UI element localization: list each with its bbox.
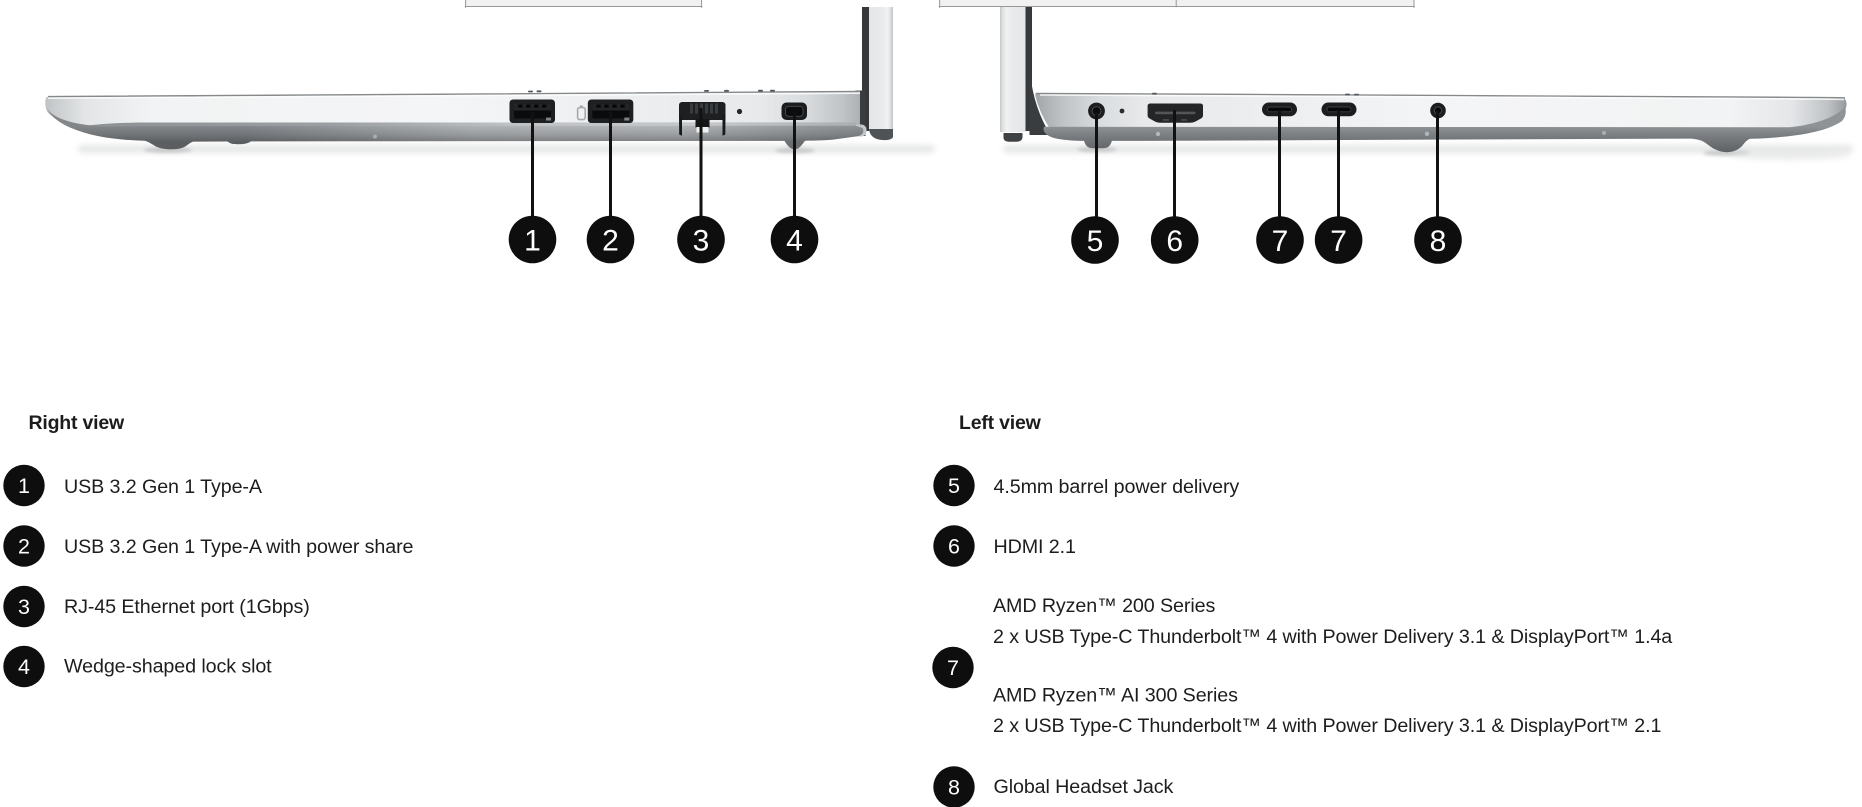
svg-text:2 x USB Type-C Thunderbolt™ 4: 2 x USB Type-C Thunderbolt™ 4 with Power…	[993, 626, 1672, 648]
svg-text:Global Headset Jack: Global Headset Jack	[994, 776, 1174, 798]
svg-text:AMD Ryzen™ 200 Series: AMD Ryzen™ 200 Series	[993, 595, 1215, 617]
svg-text:Left view: Left view	[959, 412, 1042, 434]
svg-text:1: 1	[524, 224, 541, 257]
svg-text:USB 3.2 Gen 1 Type-A: USB 3.2 Gen 1 Type-A	[64, 476, 263, 498]
svg-text:4: 4	[18, 655, 30, 679]
svg-text:6: 6	[1166, 225, 1183, 258]
svg-text:2: 2	[602, 224, 619, 257]
svg-text:4: 4	[786, 224, 803, 257]
svg-text:5: 5	[1087, 225, 1104, 258]
svg-text:6: 6	[948, 535, 960, 559]
svg-text:7: 7	[947, 656, 959, 680]
svg-text:AMD Ryzen™ AI 300 Series: AMD Ryzen™ AI 300 Series	[993, 685, 1238, 707]
svg-text:7: 7	[1330, 225, 1347, 258]
svg-text:HDMI 2.1: HDMI 2.1	[994, 536, 1076, 558]
svg-text:2 x USB Type-C Thunderbolt™ 4: 2 x USB Type-C Thunderbolt™ 4 with Power…	[993, 715, 1661, 737]
svg-text:4.5mm barrel power delivery: 4.5mm barrel power delivery	[994, 476, 1240, 498]
svg-text:8: 8	[948, 776, 960, 800]
svg-text:8: 8	[1430, 225, 1447, 258]
svg-text:Wedge-shaped lock slot: Wedge-shaped lock slot	[64, 656, 272, 678]
svg-text:Right view: Right view	[29, 412, 126, 434]
svg-text:3: 3	[18, 595, 30, 619]
svg-text:2: 2	[18, 535, 30, 559]
svg-text:7: 7	[1272, 225, 1289, 258]
svg-text:5: 5	[948, 474, 960, 498]
svg-text:1: 1	[18, 474, 30, 498]
svg-text:RJ-45 Ethernet port (1Gbps): RJ-45 Ethernet port (1Gbps)	[64, 596, 310, 618]
svg-text:USB 3.2 Gen 1 Type-A with powe: USB 3.2 Gen 1 Type-A with power share	[64, 536, 414, 558]
svg-text:3: 3	[693, 224, 710, 257]
